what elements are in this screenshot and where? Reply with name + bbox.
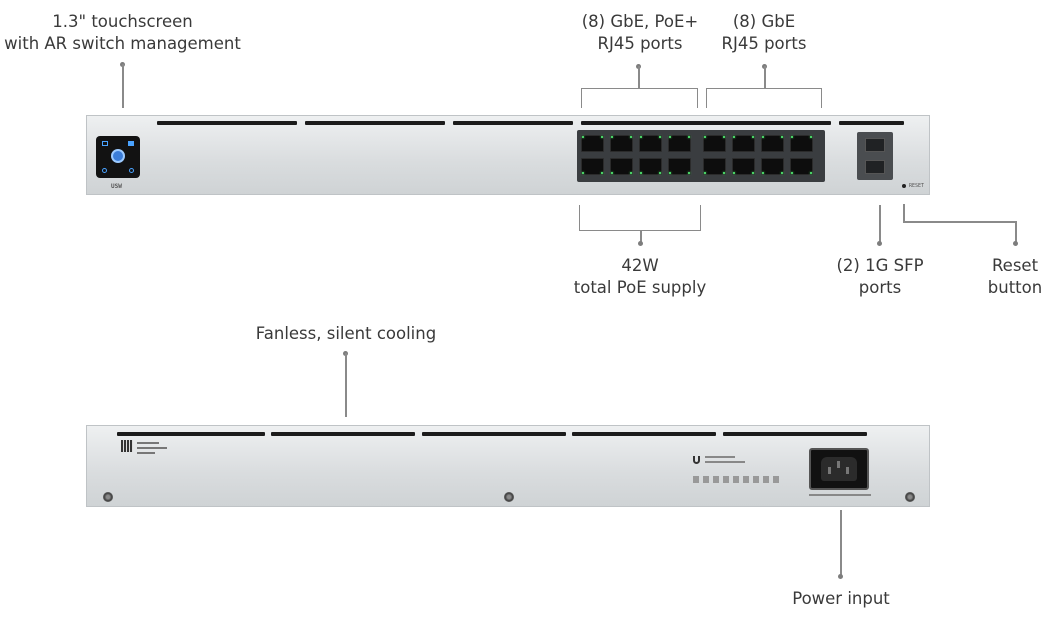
- gbe-port-13[interactable]: [761, 135, 784, 152]
- reset-label-line1: Reset: [991, 256, 1039, 275]
- sfp-port-block: [857, 132, 893, 180]
- sfp-leader-dot: [877, 241, 882, 246]
- poe-port-5[interactable]: [639, 135, 662, 152]
- rj45-port-block: [577, 130, 825, 182]
- sfp-leader-line: [879, 205, 881, 243]
- power-inlet[interactable]: [809, 448, 869, 490]
- gbe-ports-label-line2: RJ45 ports: [721, 34, 807, 53]
- power-inlet-socket: [821, 457, 857, 481]
- gbe-port-12[interactable]: [732, 158, 755, 175]
- cooling-leader-line: [345, 353, 347, 417]
- poe-supply-label-line2: total PoE supply: [573, 278, 707, 297]
- gbe-port-16[interactable]: [790, 158, 813, 175]
- poe-supply-leader-dot: [638, 241, 643, 246]
- gbe-ports-callout: (8) GbE RJ45 ports: [705, 11, 823, 55]
- poe-port-7[interactable]: [668, 135, 691, 152]
- reset-leader-dot: [1013, 241, 1018, 246]
- poe-port-1[interactable]: [581, 135, 604, 152]
- reset-leader-drop: [1015, 221, 1017, 243]
- touchscreen-label-line1: 1.3" touchscreen: [52, 12, 193, 31]
- gbe-ports-label-line1: (8) GbE: [732, 12, 796, 31]
- power-label: Power input: [792, 589, 890, 608]
- sfp-ports-label-line2: ports: [858, 278, 902, 297]
- touchscreen-label-line2: with AR switch management: [4, 34, 241, 53]
- poe-port-6[interactable]: [639, 158, 662, 175]
- power-rating-text: [809, 494, 871, 496]
- power-pin: [846, 467, 849, 474]
- poe-supply-label-line1: 42W: [621, 256, 659, 275]
- front-vent: [581, 121, 831, 125]
- poe-port-8[interactable]: [668, 158, 691, 175]
- front-badge: USW: [111, 183, 122, 190]
- rear-screw: [103, 492, 113, 502]
- rear-vent: [422, 432, 566, 436]
- power-pin: [837, 461, 840, 468]
- power-leader-dot: [838, 574, 843, 579]
- poe-supply-callout: 42W total PoE supply: [560, 255, 720, 299]
- poe-port-2[interactable]: [581, 158, 604, 175]
- touchscreen-callout: 1.3" touchscreen with AR switch manageme…: [0, 11, 245, 55]
- rear-vent: [723, 432, 867, 436]
- poe-ports-label-line2: RJ45 ports: [597, 34, 683, 53]
- rear-vent: [271, 432, 415, 436]
- rear-vent: [572, 432, 716, 436]
- qr-code-label: [121, 440, 133, 452]
- power-leader-line: [840, 510, 842, 576]
- gbe-port-11[interactable]: [732, 135, 755, 152]
- serial-label: [137, 447, 167, 449]
- switch-front-panel: USW RESET: [86, 115, 930, 195]
- sfp-port-17[interactable]: [865, 138, 885, 152]
- switch-rear-panel: [86, 425, 930, 507]
- gbe-port-14[interactable]: [761, 158, 784, 175]
- front-vent: [157, 121, 297, 125]
- sfp-ports-callout: (2) 1G SFP ports: [825, 255, 935, 299]
- touchscreen-display[interactable]: [96, 136, 140, 178]
- gbe-ports-leader-line: [764, 66, 766, 88]
- poe-ports-callout: (8) GbE, PoE+ RJ45 ports: [570, 11, 710, 55]
- reset-leader-vertical: [903, 204, 905, 222]
- serial-label: [137, 452, 155, 454]
- power-pin: [828, 467, 831, 474]
- touchscreen-leader-line: [122, 64, 124, 108]
- sfp-port-18[interactable]: [865, 160, 885, 174]
- settings-icon: [129, 168, 134, 173]
- gbe-port-10[interactable]: [703, 158, 726, 175]
- poe-ports-leader-line: [638, 66, 640, 88]
- poe-supply-bracket: [579, 205, 701, 231]
- serial-label: [137, 442, 159, 444]
- home-icon: [102, 141, 108, 146]
- reset-callout: Reset button: [975, 255, 1045, 299]
- poe-supply-leader-line: [640, 231, 642, 243]
- ubiquiti-logo-icon: [693, 456, 700, 464]
- certification-marks-icon: [693, 476, 783, 483]
- reset-label-line2: button: [987, 278, 1043, 297]
- poe-ports-bracket: [581, 88, 698, 108]
- front-vent: [839, 121, 904, 125]
- cooling-label: Fanless, silent cooling: [255, 324, 437, 343]
- reset-button[interactable]: [902, 184, 906, 188]
- reset-leader-horizontal: [903, 221, 1016, 223]
- regulatory-text: [705, 456, 735, 458]
- reset-text: RESET: [909, 183, 925, 189]
- poe-port-3[interactable]: [610, 135, 633, 152]
- gbe-port-9[interactable]: [703, 135, 726, 152]
- poe-port-4[interactable]: [610, 158, 633, 175]
- stats-icon: [128, 141, 134, 146]
- info-icon: [102, 168, 107, 173]
- center-dial-icon: [111, 149, 125, 163]
- poe-ports-label-line1: (8) GbE, PoE+: [581, 12, 699, 31]
- rear-screw: [504, 492, 514, 502]
- cooling-callout: Fanless, silent cooling: [246, 323, 446, 345]
- regulatory-text: [705, 461, 745, 463]
- front-vent: [453, 121, 573, 125]
- gbe-ports-bracket: [706, 88, 822, 108]
- rear-vent: [117, 432, 265, 436]
- gbe-port-15[interactable]: [790, 135, 813, 152]
- rear-screw: [905, 492, 915, 502]
- sfp-ports-label-line1: (2) 1G SFP: [836, 256, 924, 275]
- power-callout: Power input: [781, 588, 901, 610]
- front-vent: [305, 121, 445, 125]
